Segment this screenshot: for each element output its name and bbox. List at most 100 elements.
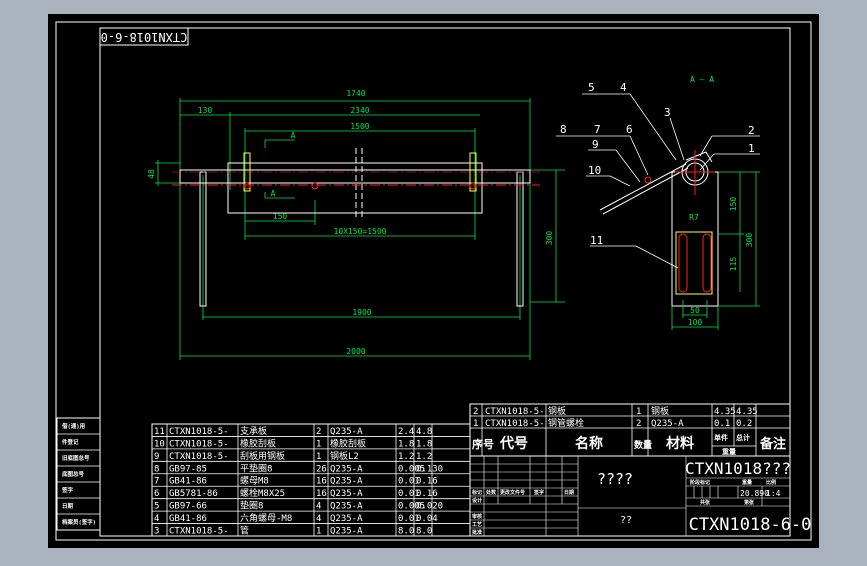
lower-row-7-name: 六角螺母-M8 (240, 512, 292, 524)
tb-scale: 1:4 (766, 489, 781, 498)
lower-row-8-no: 3 (154, 527, 159, 537)
dim-overall-bottom: 2000 (346, 347, 365, 356)
header-single: 单件 (714, 433, 728, 442)
scraper-blade (599, 163, 687, 211)
dim-height-total: 300 (745, 233, 754, 248)
lower-row-4-material: Q235-A (330, 477, 363, 487)
header-no: 序号 (472, 437, 494, 451)
section-view: A — A 5 4 3 2 1 8 7 6 9 10 11 (556, 75, 760, 330)
section-hidden (675, 231, 713, 295)
header-total: 总计 (736, 433, 750, 442)
lower-row-1-qty: 1 (316, 439, 321, 449)
tb-label-design: 设计 (472, 497, 482, 504)
balloon-9: 9 (592, 138, 599, 151)
lower-row-2-name: 刮板用钢板 (240, 450, 285, 462)
lower-row-4-no: 7 (154, 477, 159, 487)
lower-row-2-code: CTXN1018-5- (169, 452, 229, 462)
upper-row-0-name: 钢板 (548, 405, 566, 417)
side-label-6: 档案员(签字) (61, 518, 96, 526)
tb-label-date: 日期 (564, 489, 574, 496)
balloon-2: 2 (748, 124, 755, 137)
upper-row-0-no: 2 (473, 407, 478, 417)
lower-row-4-name: 螺母M8 (240, 476, 269, 487)
tb-label-mark: 标记 (471, 489, 482, 496)
stamp-text: CTXN1018-6-0 (101, 30, 188, 44)
section-mark-top: A (291, 131, 296, 140)
header-qty: 数量 (634, 439, 652, 451)
dim-height-right: 300 (545, 231, 554, 246)
upper-row-0-qty: 1 (636, 407, 641, 417)
balloon-8: 8 (560, 123, 567, 136)
front-geometry (179, 148, 531, 307)
scraper-blade-edge (602, 167, 689, 215)
balloon-6: 6 (626, 123, 633, 136)
lower-row-8-qty: 1 (316, 527, 321, 537)
drawing-sheet (48, 14, 819, 548)
lower-row-3-code: GB97-85 (169, 464, 207, 474)
lower-row-3-unit: 0.005 (398, 464, 425, 474)
side-label-3: 底图总号 (61, 470, 85, 478)
dim-leg-span: 1900 (352, 308, 371, 317)
front-holes (243, 182, 477, 190)
lower-row-7-qty: 4 (316, 514, 321, 524)
upper-row-1-unit: 0.1 (714, 419, 730, 429)
front-dimension-texts: 1740 130 2340 1500 A A 150 10X150=1500 1… (147, 89, 554, 356)
tb-label-weight: 重量 (742, 479, 752, 486)
lower-row-2-qty: 1 (316, 452, 321, 462)
tb-label-sheets: 共张 (700, 499, 711, 506)
lower-row-3-no: 8 (154, 464, 159, 474)
dim-slot-width: 50 (690, 306, 700, 315)
stamp-box (99, 27, 189, 46)
side-label-0: 借(通)用 (61, 422, 85, 430)
header-name: 名称 (575, 435, 603, 452)
lower-row-3-total: 0.130 (416, 464, 443, 474)
upper-row-1-total: 0.2 (736, 419, 752, 429)
lower-row-0-qty: 2 (316, 427, 321, 437)
lower-row-2-unit: 1.2 (398, 452, 414, 462)
tb-label-sign: 签字 (533, 489, 544, 496)
section-dimension-texts: R7 300 150 115 50 100 (688, 197, 754, 327)
dim-plate-width: 100 (688, 318, 703, 327)
tb-label-scale: 比例 (766, 479, 776, 486)
lower-row-7-no: 4 (154, 514, 159, 524)
balloon-3: 3 (664, 106, 671, 119)
lower-row-6-name: 垫圈8 (240, 500, 263, 512)
lower-row-8-total: 8.0 (416, 527, 432, 537)
lower-row-6-material: Q235-A (330, 502, 363, 512)
tb-label-change: 更改文件号 (500, 489, 525, 496)
lower-row-7-material: Q235-A (330, 514, 363, 524)
section-title: A — A (690, 75, 714, 84)
main-tube (179, 169, 531, 184)
tb-label-count: 处数 (485, 489, 497, 496)
dim-inner-length: 2340 (350, 106, 369, 115)
dim-radius: R7 (689, 213, 699, 222)
clamp (685, 151, 713, 163)
upper-row-0-total: 4.35 (736, 407, 758, 417)
balloon-1: 1 (748, 142, 755, 155)
lower-row-3-material: Q235-A (330, 464, 363, 474)
lower-row-7-code: GB41-86 (169, 514, 207, 524)
balloon-10: 10 (588, 164, 601, 177)
front-dimension-lines (155, 98, 565, 360)
dim-overall-top: 1740 (346, 89, 365, 98)
side-registration-block: 借(通)用 件登记 旧底图总号 底图总号 签字 日期 档案员(签字) (56, 417, 101, 531)
balloon-7: 7 (594, 123, 601, 136)
lower-row-1-material: 橡胶刮板 (330, 437, 366, 449)
header-weight: 重量 (722, 447, 736, 456)
lower-row-1-total: 1.8 (416, 439, 432, 449)
upper-row-1-code: CTXN1018-5- (485, 419, 545, 429)
lower-row-5-no: 6 (154, 489, 159, 499)
dim-pitch: 150 (273, 212, 288, 221)
lower-row-0-code: CTXN1018-5- (169, 427, 229, 437)
lower-row-7-unit: 0.01 (398, 514, 420, 524)
lower-row-4-code: GB41-86 (169, 477, 207, 487)
lower-row-1-no: 10 (154, 439, 165, 449)
dim-height-lower: 115 (729, 257, 738, 272)
section-balloons: 5 4 3 2 1 8 7 6 9 10 11 (560, 81, 755, 247)
lower-row-5-name: 螺栓M8X25 (240, 487, 285, 499)
lower-row-5-code: GB5781-86 (169, 489, 218, 499)
lower-row-2-no: 9 (154, 452, 159, 462)
lower-row-1-unit: 1.8 (398, 439, 414, 449)
lower-row-6-total: 0.020 (416, 502, 443, 512)
